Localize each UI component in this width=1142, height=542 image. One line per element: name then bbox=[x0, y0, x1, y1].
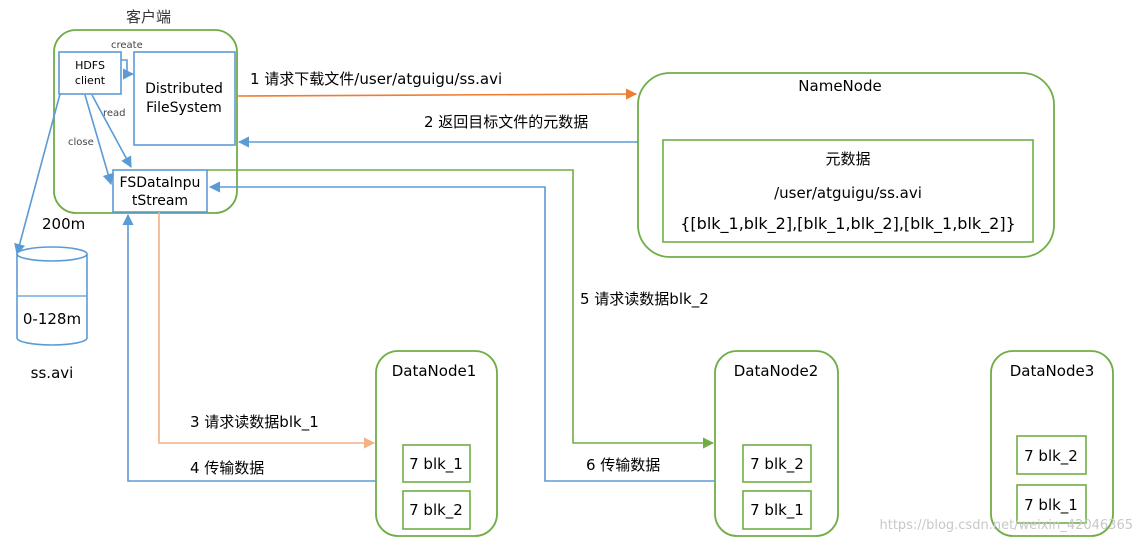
datanode2-block-2-label: 7 blk_1 bbox=[750, 501, 804, 520]
fsdatainputstream-label-1: FSDataInpu bbox=[120, 175, 201, 191]
file-cylinder bbox=[16, 246, 88, 346]
step1-label: 1 请求下载文件/user/atguigu/ss.avi bbox=[250, 70, 502, 88]
datanode2-box bbox=[714, 350, 839, 537]
step6-label: 6 传输数据 bbox=[586, 456, 660, 474]
datanode3-block-1-label: 7 blk_2 bbox=[1024, 447, 1078, 466]
metadata-path: /user/atguigu/ss.avi bbox=[774, 184, 922, 202]
step1-arrow bbox=[236, 88, 638, 100]
datanode1-block-2 bbox=[402, 490, 471, 530]
distributed-filesystem-label-2: FileSystem bbox=[146, 100, 222, 116]
distributed-filesystem-box bbox=[133, 51, 236, 146]
datanode3-block-2 bbox=[1016, 484, 1087, 524]
datanode2-block-2 bbox=[742, 490, 812, 530]
metadata-blocks: {[blk_1,blk_2],[blk_1,blk_2],[blk_1,blk_… bbox=[680, 214, 1016, 234]
read-arrow bbox=[91, 94, 132, 168]
file-range-label: 0-128m bbox=[23, 310, 81, 328]
close-label: close bbox=[68, 137, 94, 148]
datanode3-box bbox=[990, 350, 1114, 537]
watermark: https://blog.csdn.net/weixin_42046365 bbox=[879, 518, 1133, 533]
datanode1-title: DataNode1 bbox=[392, 362, 477, 380]
metadata-title: 元数据 bbox=[825, 150, 870, 168]
namenode-box bbox=[637, 72, 1055, 258]
step3-label: 3 请求读数据blk_1 bbox=[190, 413, 319, 432]
datanode3-block-2-label: 7 blk_1 bbox=[1024, 496, 1078, 515]
namenode-title: NameNode bbox=[798, 77, 881, 95]
client-to-file-arrow bbox=[14, 93, 61, 256]
step5-label: 5 请求读数据blk_2 bbox=[580, 290, 709, 309]
step4-label: 4 传输数据 bbox=[190, 459, 264, 477]
datanode1-block-2-label: 7 blk_2 bbox=[409, 501, 463, 520]
create-arrow bbox=[121, 59, 135, 80]
create-label: create bbox=[111, 40, 143, 51]
hdfs-client-label-2: client bbox=[75, 74, 106, 87]
client-title: 客户端 bbox=[126, 8, 171, 26]
client-box bbox=[53, 29, 238, 214]
read-label: read bbox=[103, 108, 126, 119]
step5-arrow bbox=[207, 169, 715, 449]
datanode1-box bbox=[375, 350, 498, 537]
metadata-box bbox=[662, 139, 1034, 243]
step2-label: 2 返回目标文件的元数据 bbox=[424, 113, 588, 131]
file-size-label: 200m bbox=[42, 215, 85, 233]
close-arrow bbox=[84, 94, 114, 186]
hdfs-client-label-1: HDFS bbox=[75, 59, 105, 72]
datanode2-title: DataNode2 bbox=[734, 362, 819, 380]
datanode3-title: DataNode3 bbox=[1010, 362, 1095, 380]
step3-arrow bbox=[158, 212, 376, 449]
step4-arrow bbox=[122, 213, 376, 482]
distributed-filesystem-label-1: Distributed bbox=[145, 81, 223, 97]
fsdatainputstream-box bbox=[112, 169, 208, 213]
datanode1-block-1-label: 7 blk_1 bbox=[409, 455, 463, 474]
step6-arrow bbox=[208, 181, 715, 482]
datanode3-block-1 bbox=[1016, 435, 1087, 475]
file-name-label: ss.avi bbox=[31, 364, 74, 382]
fsdatainputstream-label-2: tStream bbox=[132, 193, 188, 209]
datanode2-block-1-label: 7 blk_2 bbox=[750, 455, 804, 474]
hdfs-client-box bbox=[58, 51, 122, 95]
datanode1-block-1 bbox=[402, 444, 471, 483]
datanode2-block-1 bbox=[742, 444, 812, 483]
